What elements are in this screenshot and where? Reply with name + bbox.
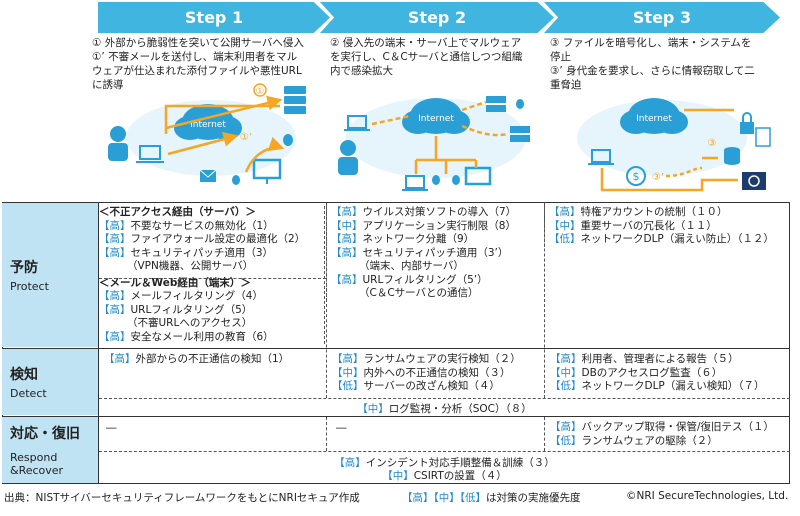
protect-step-1-cell: ＜不正アクセス経由（サーバ）＞ 【高】不要なサービスの無効化（1） 【高】ファイ… bbox=[99, 206, 325, 344]
server-icon bbox=[724, 147, 740, 165]
svg-text:Internet: Internet bbox=[418, 114, 454, 124]
laptop-icon bbox=[588, 149, 614, 165]
respond-step-2-cell: ― bbox=[336, 422, 347, 434]
step-1-description: ① 外部から脆弱性を突いて公開サーバへ侵入 ①’ 不審メールを送付し、端末利用者… bbox=[92, 37, 304, 91]
col-divider bbox=[544, 203, 545, 398]
internet-cloud-icon: Internet bbox=[402, 98, 470, 134]
col-divider bbox=[326, 417, 327, 451]
marker-3: ③ bbox=[708, 138, 717, 149]
lock-icon bbox=[740, 112, 754, 134]
respond-shared-measure-1: 【高】インシデント対応手順整備＆訓練（３） bbox=[334, 457, 555, 469]
copyright: ©NRI SecureTechnologies, Ltd. bbox=[626, 490, 789, 502]
monitor-icon bbox=[464, 166, 492, 186]
step-1-banner: Step 1 bbox=[98, 2, 330, 33]
respond-step-1-cell: ― bbox=[106, 422, 117, 434]
respond-shared-measure-2: 【中】CSIRTの設置（４） bbox=[382, 470, 507, 482]
step-3-illustration: Internet $ ③ ③’ bbox=[577, 98, 771, 192]
col-divider bbox=[326, 203, 327, 398]
laptop-icon bbox=[136, 145, 164, 163]
row-divider bbox=[2, 348, 790, 349]
step-1-label: Step 1 bbox=[184, 8, 244, 27]
row-label-protect: 予防 Protect bbox=[2, 203, 98, 347]
row-label-respond: 対応・復旧 Respond &Recover bbox=[2, 417, 98, 483]
step-3-banner: Step 3 bbox=[544, 2, 780, 33]
step-2-description: ② 侵入先の端末・サーバ上でマルウェア を実行し、C＆Cサーバと通信しつつ組織 … bbox=[330, 37, 523, 77]
document-icon bbox=[755, 127, 771, 147]
detect-step-1-cell: 【高】外部からの不正通信の検知（1） bbox=[104, 353, 290, 365]
shared-divider bbox=[99, 398, 790, 399]
col-divider bbox=[98, 203, 99, 483]
internet-cloud-icon: Internet bbox=[620, 98, 688, 134]
step-3-label: Step 3 bbox=[632, 8, 692, 27]
attacker-icon bbox=[108, 126, 128, 161]
source-note: 出典：NISTサイバーセキュリティフレームワークをもとにNRIセキュア作成 bbox=[4, 492, 360, 504]
marker-1: ① bbox=[256, 86, 265, 97]
server-icon bbox=[486, 96, 530, 142]
svg-text:$: $ bbox=[633, 170, 640, 183]
internet-cloud-icon: Internet bbox=[174, 104, 242, 140]
monitor-locked-icon bbox=[742, 172, 766, 190]
svg-text:Internet: Internet bbox=[190, 120, 226, 130]
detect-step-2-cell: 【高】ランサムウェアの実行検知（２） 【中】内外への不正通信の検知（３） 【低】… bbox=[332, 353, 521, 392]
protect-step-3-cell: 【高】特権アカウントの統制（１０） 【中】重要サーバの冗長化（１１） 【低】ネッ… bbox=[544, 206, 790, 247]
col-divider bbox=[544, 417, 545, 451]
step-1-illustration: Internet ① ①’ bbox=[108, 83, 306, 185]
row-divider bbox=[2, 416, 790, 417]
row-label-detect: 検知 Detect bbox=[2, 349, 98, 415]
money-icon: $ bbox=[626, 166, 646, 186]
priority-legend: 【高】【中】【低】は対策の実施優先度 bbox=[402, 492, 581, 504]
server-icon bbox=[284, 86, 306, 114]
step-2-illustration: Internet bbox=[338, 96, 530, 191]
mail-icon bbox=[199, 169, 217, 182]
shared-divider bbox=[99, 451, 790, 452]
marker-3-prime: ③’ bbox=[652, 172, 664, 183]
step-3-description: ③ ファイルを暗号化し、端末・システムを 停止 ③’ 身代金を要求し、さらに情報… bbox=[550, 37, 755, 91]
monitor-icon bbox=[252, 158, 282, 184]
bug-icon bbox=[232, 134, 293, 185]
attacker-icon bbox=[338, 140, 358, 175]
detect-step-3-cell: 【高】利用者、管理者による報告（５） 【中】DBのアクセスログ監査（６） 【低】… bbox=[550, 353, 765, 392]
svg-text:Internet: Internet bbox=[636, 114, 672, 124]
step-2-label: Step 2 bbox=[407, 8, 467, 27]
protect-step-2-cell: 【高】ウイルス対策ソフトの導入（7） 【中】アプリケーション実行制限（8） 【高… bbox=[326, 206, 544, 301]
sub-divider bbox=[99, 278, 326, 279]
marker-1-prime: ①’ bbox=[240, 132, 252, 143]
laptop-icon bbox=[344, 115, 428, 191]
bug-icon bbox=[432, 99, 524, 185]
step-2-banner: Step 2 bbox=[320, 2, 554, 33]
respond-step-3-cell: 【高】バックアップ取得・保管/復旧テス（１） 【低】ランサムウェアの駆除（２） bbox=[550, 421, 775, 447]
detect-shared-measure: 【中】ログ監視・分析（SOC）（８） bbox=[357, 403, 532, 415]
